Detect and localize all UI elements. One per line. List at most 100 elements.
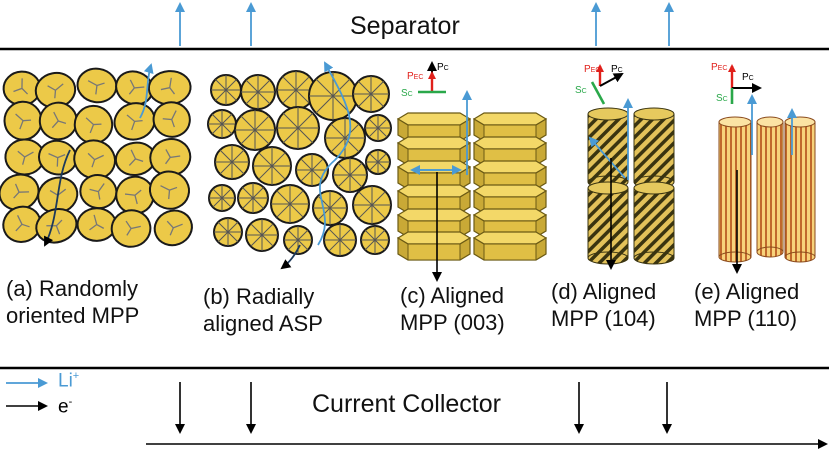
cylinder-top (587, 181, 629, 195)
rod-bottom (784, 251, 816, 263)
cylinder-bottom (633, 251, 675, 265)
plate-top (472, 136, 548, 150)
svg-text:PEC: PEC (711, 62, 727, 73)
rod-top (784, 116, 816, 128)
panel-b-caption-line2: aligned ASP (203, 311, 323, 336)
panel-a-caption-line2: oriented MPP (6, 303, 140, 328)
rod-body (718, 121, 752, 258)
plate-top (472, 160, 548, 174)
panel-c-caption-line2: MPP (003) (400, 310, 505, 335)
cylinder-top (587, 107, 629, 121)
sphere-radial-lines (214, 218, 242, 246)
sphere-radial-lines (353, 76, 389, 112)
plate-top (472, 231, 548, 245)
sphere-radial-lines (365, 115, 391, 141)
panel-a-particles (0, 67, 193, 248)
rod-top (756, 116, 784, 128)
legend-li-label: Li+ (58, 370, 80, 392)
particle-crack (51, 111, 67, 129)
panel-d-caption-line1: (d) Aligned (551, 279, 657, 304)
sphere-radial-lines (296, 154, 328, 186)
sphere-radial-lines (271, 185, 309, 223)
plate-top (396, 136, 472, 150)
sphere-radial-lines (313, 191, 347, 225)
panel-d-cylinders (587, 107, 675, 265)
particle-crack (166, 220, 183, 236)
panel-a-li-path (139, 63, 154, 119)
svg-text:SC: SC (716, 93, 728, 104)
svg-text:SC: SC (575, 85, 587, 96)
sphere-radial-lines (208, 110, 236, 138)
sphere-radial-lines (215, 145, 249, 179)
cylinder-body (587, 113, 629, 183)
sphere-radial-lines (277, 107, 319, 149)
panel-c-caption: (c) Aligned MPP (003) (400, 282, 505, 336)
cylinder-top (633, 107, 675, 121)
plate-top (472, 112, 548, 126)
particle-crack (47, 83, 64, 99)
particle-crack (87, 152, 104, 168)
sphere-radial-lines (324, 224, 356, 256)
panel-d-li-diagonal (588, 136, 626, 179)
particle-crack (17, 150, 34, 165)
axis-triad-e: PEC PC SC (711, 62, 762, 104)
particle-crack (162, 110, 177, 128)
panel-b-particles (207, 70, 392, 257)
sphere-radial-lines (246, 219, 278, 251)
rod-bottom (756, 246, 784, 258)
cylinder-body (587, 187, 629, 259)
sphere-radial-lines (277, 71, 315, 109)
particle-crack (46, 219, 63, 235)
panel-b-caption-line1: (b) Radially (203, 284, 315, 309)
particle-crack (89, 183, 105, 200)
collector-e-arrows (175, 382, 672, 434)
particle-crack (165, 149, 181, 165)
panel-e-caption-line2: MPP (110) (694, 306, 798, 331)
svg-text:SC: SC (401, 88, 413, 99)
particle-crack (87, 80, 105, 95)
particle-crack (13, 78, 29, 95)
rod-top (718, 116, 752, 128)
sphere-radial-lines (238, 183, 268, 213)
plate-top (396, 184, 472, 198)
sphere-radial-lines (325, 118, 365, 158)
svg-text:PEC: PEC (584, 64, 600, 75)
cylinder-top (633, 181, 675, 195)
panel-c-stacks (396, 112, 548, 261)
rod-bottom (718, 251, 752, 263)
plate-top (396, 112, 472, 126)
particle-crack (160, 185, 178, 200)
axis-triad-d: PEC PC SC (575, 64, 624, 105)
sphere-radial-lines (253, 147, 291, 185)
panel-a-caption: (a) Randomly oriented MPP (6, 275, 139, 329)
cylinder-body (633, 187, 675, 259)
svg-text:PC: PC (742, 72, 754, 83)
separator-label: Separator (350, 12, 460, 40)
rod-body (784, 121, 816, 258)
particle-crack (125, 220, 141, 236)
particle-crack (48, 153, 66, 167)
particle-crack (160, 77, 176, 95)
sphere-radial-lines (366, 150, 390, 174)
plate-top (472, 208, 548, 222)
plate-top (396, 160, 472, 174)
plate-front (483, 243, 537, 261)
panel-c-caption-line1: (c) Aligned (400, 283, 504, 308)
particle-crack (15, 215, 30, 232)
panel-e-caption: (e) Aligned MPP (110) (694, 278, 799, 332)
plate-top (472, 184, 548, 198)
particle-crack (15, 113, 32, 130)
panel-b-li-path (317, 61, 352, 246)
panel-e-caption-line1: (e) Aligned (694, 279, 800, 304)
separator-li-arrows (175, 2, 674, 46)
particle-crack (128, 79, 145, 95)
cylinder-body (633, 113, 675, 183)
panel-a-e-path (44, 149, 71, 247)
legend-e-label: e- (58, 396, 73, 418)
sphere-radial-lines (211, 75, 241, 105)
sphere-radial-lines (333, 158, 367, 192)
sphere-radial-lines (209, 185, 235, 211)
particle-crack (13, 183, 30, 199)
collector-label: Current Collector (312, 390, 501, 418)
